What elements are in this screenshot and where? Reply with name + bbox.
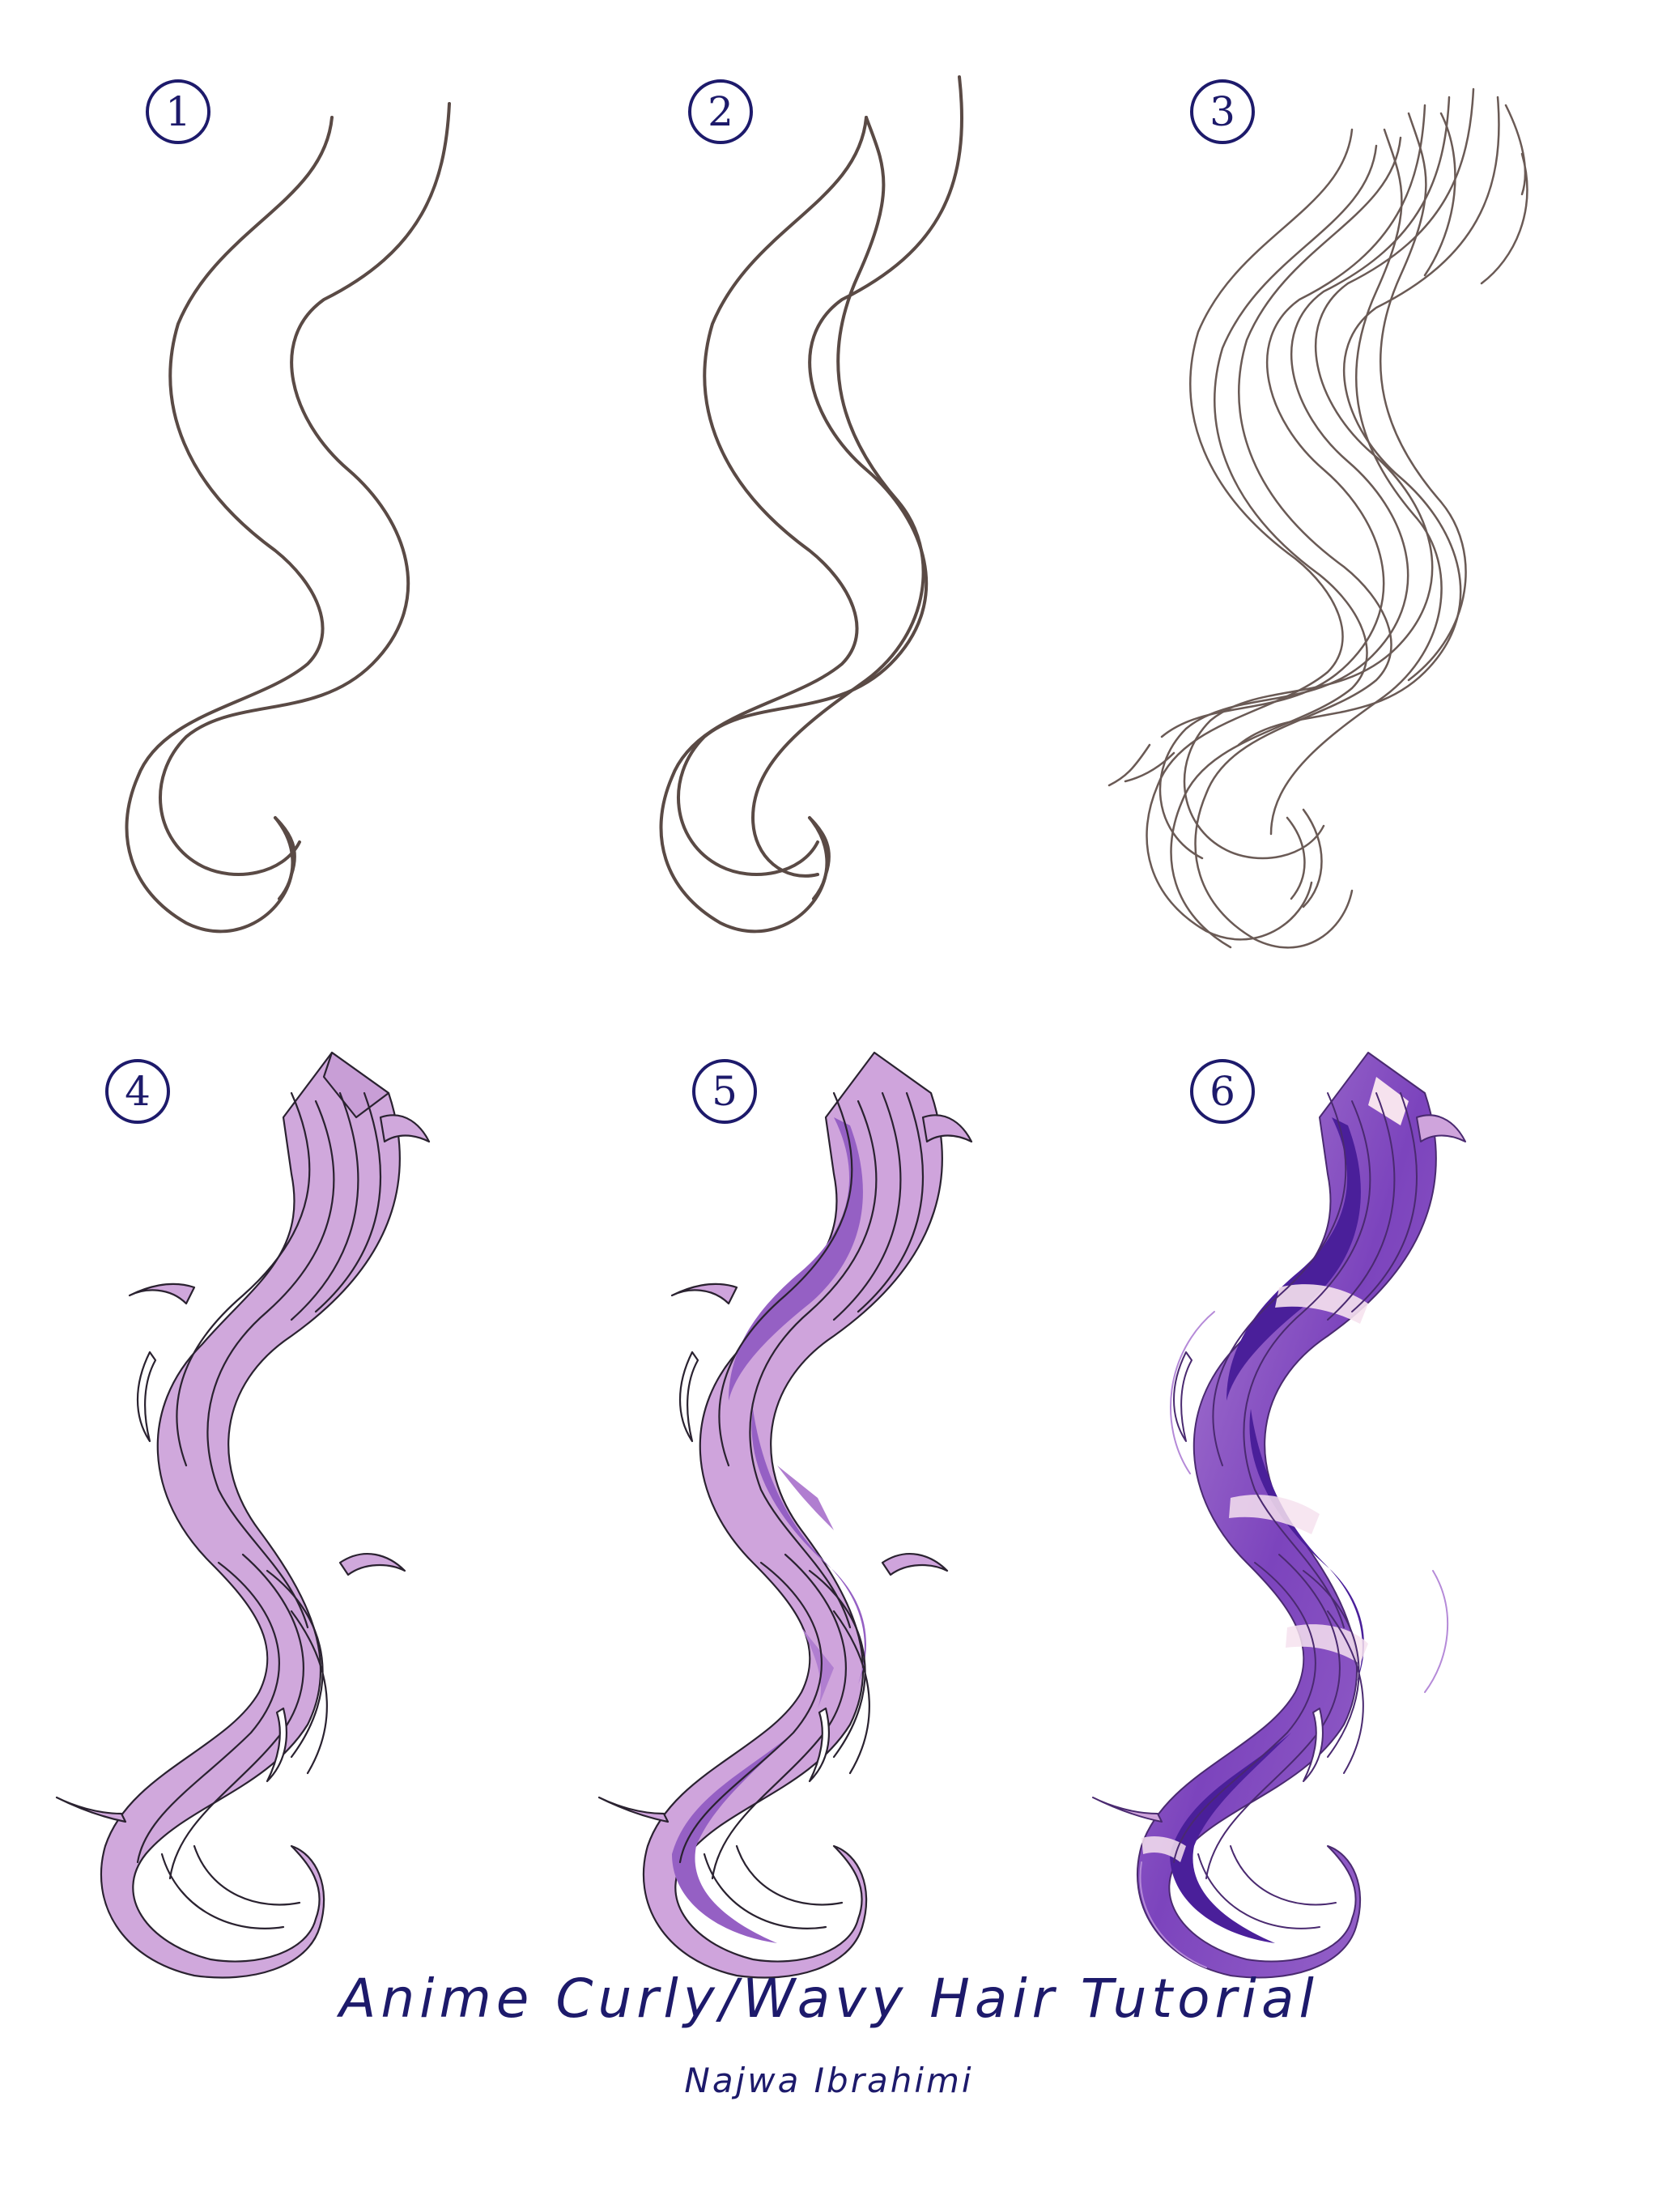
step-1-sketch (125, 102, 451, 934)
step-2-sketch (659, 75, 963, 934)
outline-left-edge (125, 116, 334, 934)
step-3-sketch (1107, 87, 1528, 949)
highlight-band-lower (1286, 1624, 1368, 1664)
step-3-number: 3 (1190, 79, 1255, 144)
step-6-number: 6 (1190, 1059, 1255, 1124)
outline-curl-tip (274, 816, 295, 900)
highlight-band-upper (1275, 1284, 1368, 1324)
step-1-panel: 1 (97, 65, 664, 1036)
tutorial-author: Najwa Ibrahimi (684, 2061, 974, 2100)
step-5-panel: 5 (591, 1044, 1158, 2016)
step-1-number: 1 (146, 79, 210, 144)
step-3-panel: 3 (1101, 65, 1658, 1036)
shadow-band-upper (729, 1117, 863, 1401)
highlight-band-top (1368, 1077, 1409, 1125)
step-4-panel: 4 (49, 1044, 615, 2016)
step-2-number: 2 (688, 79, 753, 144)
tutorial-title: Anime Curly/Wavy Hair Tutorial (339, 1967, 1319, 2030)
step-5-shading (597, 1051, 973, 1979)
highlight-band-middle (1229, 1495, 1320, 1534)
shadow-band-middle (751, 1409, 866, 1684)
step-2-panel: 2 (631, 65, 1198, 1036)
step-6-highlights (1092, 1052, 1466, 1979)
shadow-band-lower (672, 1733, 793, 1943)
outline-right-edge (159, 102, 451, 876)
step-4-base-color (55, 1051, 431, 1979)
step-5-number: 5 (692, 1059, 757, 1124)
step-4-number: 4 (105, 1059, 170, 1124)
step-6-panel: 6 (1085, 1044, 1652, 2016)
